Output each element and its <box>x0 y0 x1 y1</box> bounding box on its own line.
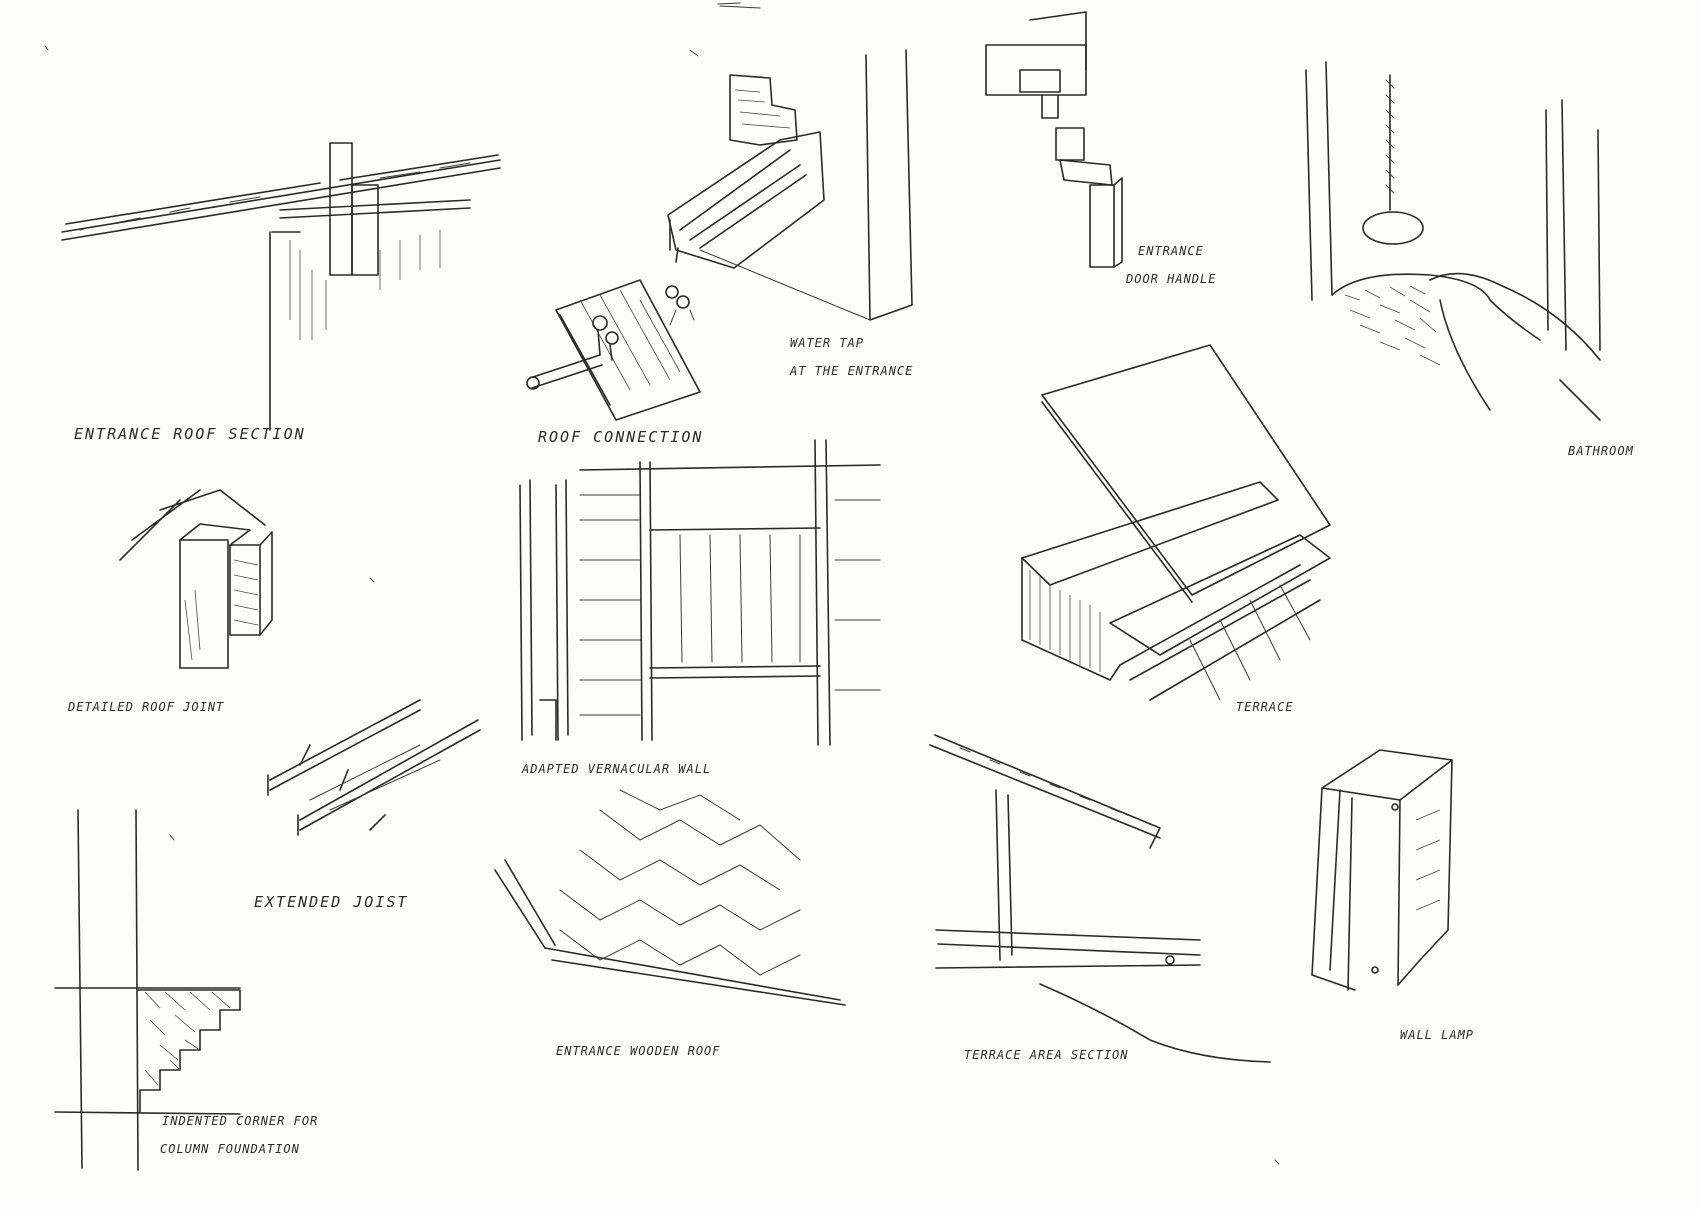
roof-connection-sketch <box>527 280 700 420</box>
entrance-roof-section-sketch <box>62 143 500 430</box>
stray-mark <box>718 3 760 8</box>
detailed-roof-joint-sketch <box>120 490 272 668</box>
entrance-door-handle-sketch <box>986 12 1122 267</box>
adapted-vernacular-wall-sketch <box>520 440 880 745</box>
water-tap-sketch <box>668 50 912 320</box>
label-detailed-roof-joint: DETAILED ROOF JOINT <box>68 700 225 714</box>
label-extended-joist: EXTENDED JOIST <box>254 893 409 911</box>
wall-lamp-sketch <box>1312 750 1452 990</box>
label-wall-lamp: WALL LAMP <box>1400 1028 1475 1042</box>
label-indented-corner-line2: COLUMN FOUNDATION <box>160 1142 300 1156</box>
label-entrance-door-handle-line2: DOOR HANDLE <box>1126 272 1217 286</box>
stray-mark <box>45 46 1279 1164</box>
label-entrance-wooden-roof: ENTRANCE WOODEN ROOF <box>556 1044 721 1058</box>
terrace-area-section-sketch <box>930 735 1270 1062</box>
label-water-tap-line1: WATER TAP <box>790 336 865 350</box>
entrance-wooden-roof-sketch <box>495 790 845 1005</box>
extended-joist-sketch <box>268 700 480 835</box>
label-terrace: TERRACE <box>1236 700 1294 714</box>
label-adapted-vernacular-wall: ADAPTED VERNACULAR WALL <box>522 762 712 776</box>
label-indented-corner-line1: INDENTED CORNER FOR <box>162 1114 319 1128</box>
label-bathroom: BATHROOM <box>1568 444 1634 458</box>
indented-corner-sketch <box>55 810 240 1170</box>
bathroom-sketch <box>1306 62 1600 420</box>
stray-mark <box>690 50 698 56</box>
label-water-tap-line2: AT THE ENTRANCE <box>790 364 914 378</box>
label-entrance-door-handle-line1: ENTRANCE <box>1138 244 1204 258</box>
label-terrace-area-section: TERRACE AREA SECTION <box>964 1048 1129 1062</box>
label-entrance-roof-section: ENTRANCE ROOF SECTION <box>74 425 306 443</box>
label-roof-connection: ROOF CONNECTION <box>538 428 704 446</box>
terrace-sketch <box>1022 345 1330 700</box>
